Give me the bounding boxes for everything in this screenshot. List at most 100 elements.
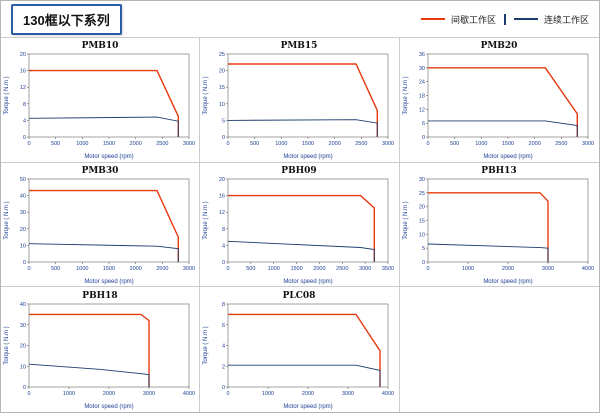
svg-text:4000: 4000	[582, 266, 594, 272]
svg-text:24: 24	[419, 80, 425, 86]
svg-text:PMB20: PMB20	[481, 41, 518, 51]
svg-text:25: 25	[419, 191, 425, 197]
svg-text:30: 30	[419, 66, 425, 72]
svg-text:3000: 3000	[183, 266, 195, 272]
svg-text:PMB15: PMB15	[281, 41, 318, 51]
svg-text:6: 6	[422, 121, 425, 127]
svg-text:2500: 2500	[556, 141, 568, 147]
svg-text:2: 2	[222, 364, 225, 370]
svg-text:30: 30	[20, 323, 26, 329]
svg-text:PBH18: PBH18	[82, 291, 117, 301]
svg-text:1000: 1000	[276, 141, 288, 147]
legend-label-continuous: 连续工作区	[543, 14, 589, 25]
svg-text:Torque ( N.m ): Torque ( N.m )	[203, 77, 209, 115]
svg-text:2000: 2000	[103, 391, 115, 397]
svg-text:1000: 1000	[262, 391, 274, 397]
svg-text:40: 40	[20, 302, 26, 308]
svg-text:3000: 3000	[582, 141, 594, 147]
svg-text:500: 500	[247, 266, 256, 272]
svg-text:0: 0	[222, 385, 225, 391]
svg-text:Motor speed (rpm): Motor speed (rpm)	[284, 154, 333, 160]
svg-text:PMB10: PMB10	[82, 41, 119, 51]
svg-text:10: 10	[20, 364, 26, 370]
svg-text:0: 0	[422, 135, 425, 141]
topbar: 130框以下系列 间歇工作区 连续工作区	[1, 1, 599, 37]
svg-text:0: 0	[23, 135, 26, 141]
svg-text:1500: 1500	[291, 266, 303, 272]
svg-text:15: 15	[419, 218, 425, 224]
svg-text:2000: 2000	[130, 266, 142, 272]
svg-text:Motor speed (rpm): Motor speed (rpm)	[84, 154, 133, 160]
svg-text:5: 5	[422, 246, 425, 252]
svg-text:3000: 3000	[143, 391, 155, 397]
svg-text:0: 0	[227, 141, 230, 147]
svg-text:0: 0	[427, 141, 430, 147]
svg-text:1000: 1000	[462, 266, 474, 272]
svg-text:2000: 2000	[502, 266, 514, 272]
svg-text:16: 16	[219, 194, 225, 200]
legend-label-intermittent: 间歇工作区	[450, 14, 496, 25]
svg-text:10: 10	[20, 243, 26, 249]
legend-line-intermittent-icon	[420, 18, 445, 20]
svg-text:30: 30	[20, 210, 26, 216]
svg-text:Torque ( N.m ): Torque ( N.m )	[203, 201, 209, 239]
svg-text:2000: 2000	[329, 141, 341, 147]
svg-text:Motor speed (rpm): Motor speed (rpm)	[284, 279, 333, 285]
svg-text:20: 20	[20, 52, 26, 58]
svg-text:0: 0	[23, 260, 26, 266]
legend-line-continuous-icon	[513, 18, 538, 20]
svg-text:3000: 3000	[360, 266, 372, 272]
svg-text:1000: 1000	[476, 141, 488, 147]
svg-text:0: 0	[28, 141, 31, 147]
legend-divider	[503, 13, 506, 25]
svg-text:20: 20	[219, 177, 225, 183]
svg-text:3000: 3000	[342, 391, 354, 397]
page-title: 130框以下系列	[11, 3, 122, 35]
legend: 间歇工作区 连续工作区	[420, 13, 589, 26]
svg-text:Torque ( N.m ): Torque ( N.m )	[203, 326, 209, 364]
svg-text:8: 8	[222, 227, 225, 233]
svg-text:40: 40	[20, 194, 26, 200]
svg-text:Torque ( N.m ): Torque ( N.m )	[403, 201, 409, 239]
svg-text:500: 500	[51, 266, 60, 272]
svg-text:1000: 1000	[76, 141, 88, 147]
svg-text:Motor speed (rpm): Motor speed (rpm)	[484, 154, 533, 160]
svg-text:30: 30	[419, 177, 425, 183]
svg-text:1500: 1500	[302, 141, 314, 147]
svg-text:Torque ( N.m ): Torque ( N.m )	[4, 201, 10, 239]
svg-text:Motor speed (rpm): Motor speed (rpm)	[84, 404, 133, 410]
svg-text:PMB30: PMB30	[82, 166, 119, 176]
svg-text:36: 36	[419, 52, 425, 58]
svg-text:12: 12	[219, 210, 225, 216]
svg-text:0: 0	[422, 260, 425, 266]
svg-text:3500: 3500	[382, 266, 394, 272]
svg-text:5: 5	[222, 119, 225, 125]
svg-text:8: 8	[23, 102, 26, 108]
svg-text:25: 25	[219, 52, 225, 58]
svg-text:6: 6	[222, 323, 225, 329]
svg-text:Torque ( N.m ): Torque ( N.m )	[4, 326, 10, 364]
svg-text:20: 20	[219, 69, 225, 75]
svg-text:2500: 2500	[337, 266, 349, 272]
svg-text:1000: 1000	[76, 266, 88, 272]
svg-text:4: 4	[222, 344, 225, 350]
svg-text:PBH13: PBH13	[482, 166, 517, 176]
svg-text:0: 0	[28, 391, 31, 397]
svg-text:10: 10	[219, 102, 225, 108]
svg-text:50: 50	[20, 177, 26, 183]
svg-text:4: 4	[23, 119, 26, 125]
svg-text:Motor speed (rpm): Motor speed (rpm)	[484, 279, 533, 285]
svg-text:1000: 1000	[63, 391, 75, 397]
svg-text:2000: 2000	[302, 391, 314, 397]
svg-text:Motor speed (rpm): Motor speed (rpm)	[284, 404, 333, 410]
